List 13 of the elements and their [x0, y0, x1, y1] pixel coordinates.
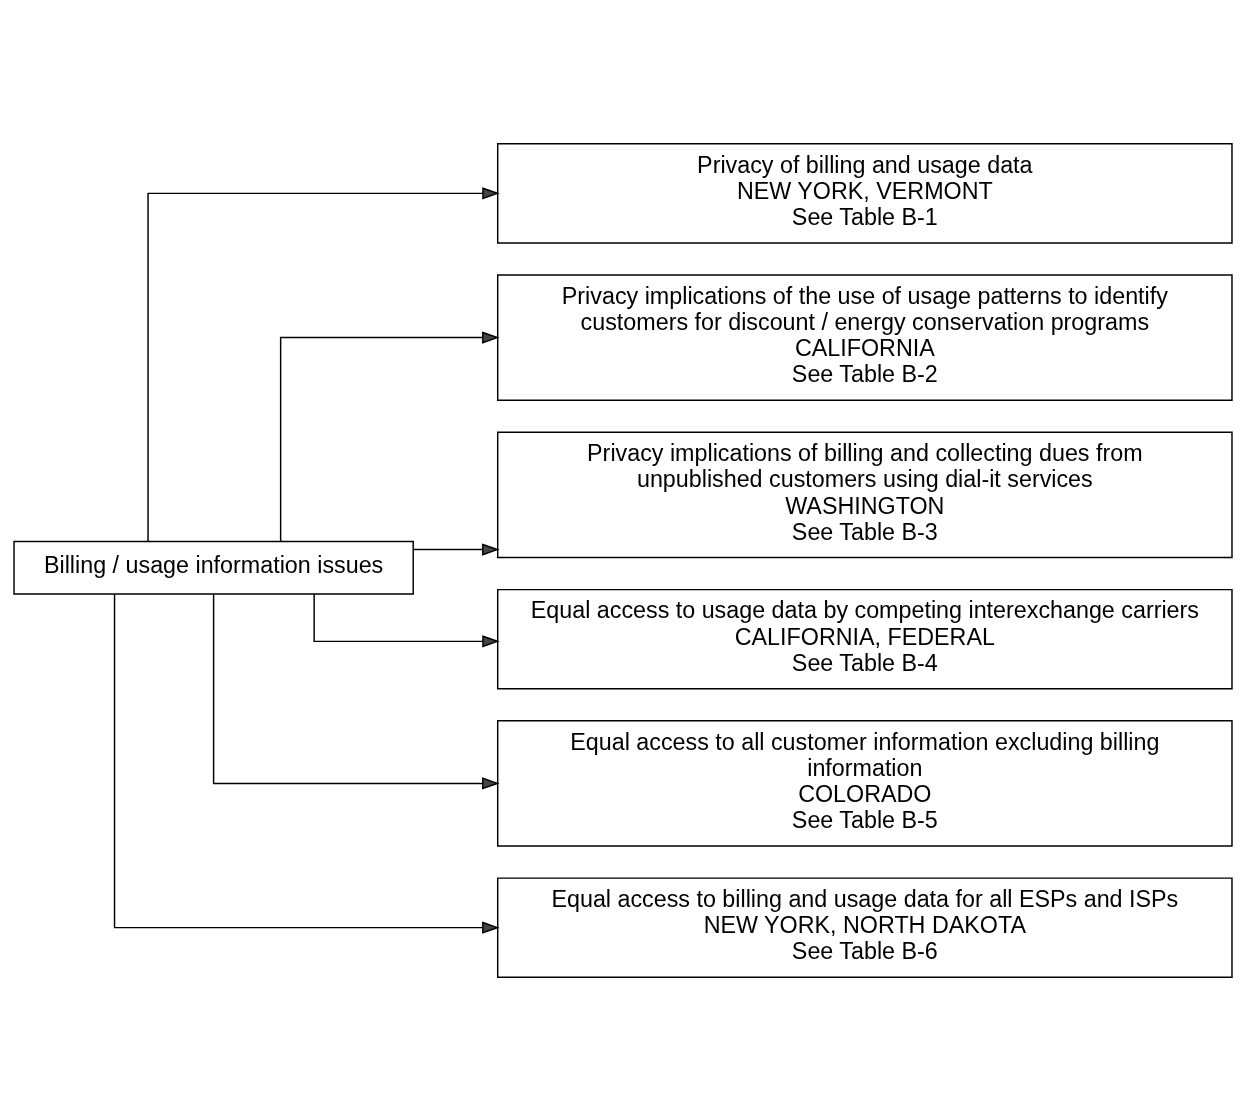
node-box: Equal access to all customer information excluding billing information COLORADO See Table B-5 — [496, 719, 1233, 847]
node-box: Equal access to usage data by competing interexchange carriers CALIFORNIA, FEDERAL See Table B-4 — [496, 588, 1233, 689]
arrow — [279, 330, 500, 542]
arrow — [113, 593, 500, 934]
node-box: Privacy implications of billing and collecting dues from unpublished customers using dial-it services WASHINGTON See Table B-3 — [496, 431, 1233, 558]
arrow — [212, 593, 500, 790]
node-box: Privacy of billing and usage data NEW YORK, VERMONT See Table B-1 — [496, 142, 1233, 244]
arrow — [313, 593, 500, 647]
node-box: Billing / usage information issues — [13, 540, 414, 595]
arrow — [412, 542, 500, 556]
arrow — [147, 186, 500, 542]
node-box: Privacy implications of the use of usage patterns to identify customers for discount / energy conservation programs CALIFORNIA See Table B-2 — [496, 273, 1233, 401]
node-box: Equal access to billing and usage data for all ESPs and ISPs NEW YORK, NORTH DAKOTA See Table B-6 — [496, 876, 1233, 978]
